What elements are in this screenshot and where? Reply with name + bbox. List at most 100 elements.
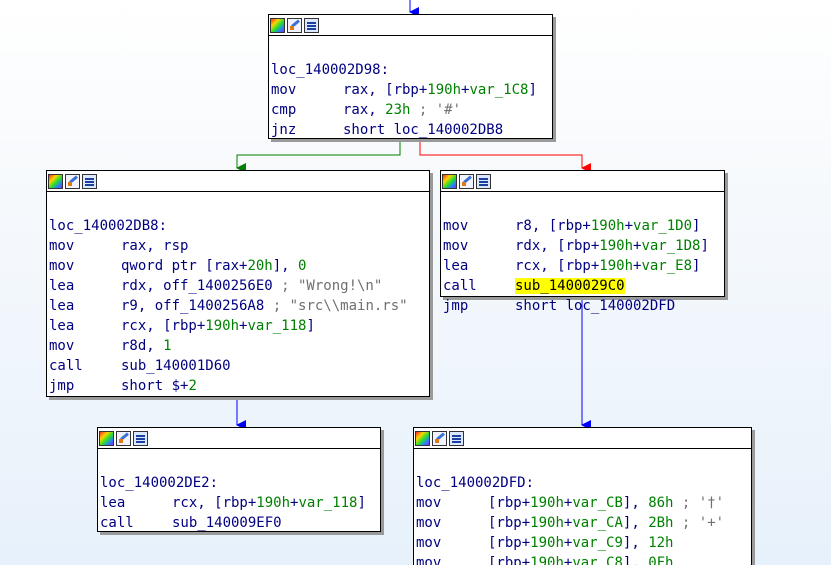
stack-variable: var_118	[298, 495, 358, 511]
color-palette-icon[interactable]	[99, 430, 114, 446]
operand: qword ptr [rax+	[121, 258, 248, 274]
mnemonic: jmp	[443, 298, 469, 314]
operand: +	[461, 82, 470, 98]
operand: sub_140009EF0	[172, 515, 282, 531]
instruction-line[interactable]: mov[rbp+190h+var_C9], 12h	[416, 533, 749, 553]
node-header	[414, 428, 751, 449]
mnemonic: lea	[49, 318, 75, 334]
color-palette-icon[interactable]	[442, 173, 457, 189]
graph-view-icon[interactable]	[476, 173, 491, 189]
stack-variable: var_CB	[572, 495, 623, 511]
instruction-line[interactable]: mov[rbp+190h+var_CA], 2Bh ; '+'	[416, 513, 749, 533]
comment: ; '+'	[673, 515, 725, 531]
immediate-value: 190h	[256, 495, 291, 511]
operand: ]	[528, 82, 537, 98]
stack-variable: var_1C8	[469, 82, 529, 98]
instruction-line[interactable]: mov[rbp+190h+var_CB], 86h ; '†'	[416, 493, 749, 513]
location-label[interactable]: loc_140002D98:	[271, 62, 390, 78]
color-palette-icon[interactable]	[48, 173, 63, 189]
immediate-value: 86h	[648, 495, 674, 511]
mnemonic: lea	[443, 258, 469, 274]
mnemonic: mov	[416, 555, 442, 565]
blank-line	[271, 40, 550, 60]
graph-view-icon[interactable]	[449, 430, 464, 446]
graph-view-icon[interactable]	[82, 173, 97, 189]
edit-node-icon[interactable]	[116, 430, 131, 446]
color-palette-icon[interactable]	[270, 17, 285, 33]
blank-line	[100, 453, 378, 473]
stack-variable: var_C8	[572, 555, 623, 565]
stack-variable: var_CA	[572, 515, 623, 531]
operand: r8d,	[121, 338, 164, 354]
edit-node-icon[interactable]	[459, 173, 474, 189]
graph-view-icon[interactable]	[133, 430, 148, 446]
code-block-loc_140002DFD[interactable]: loc_140002DFD: mov[rbp+190h+var_CB], 86h …	[413, 427, 752, 565]
immediate-value: 0Fh	[648, 555, 674, 565]
operand: +	[563, 495, 573, 511]
location-label[interactable]: loc_140002DE2:	[100, 475, 219, 491]
node-header	[441, 171, 724, 192]
immediate-value: 190h	[530, 555, 564, 565]
mnemonic: jmp	[49, 378, 75, 394]
instruction-line[interactable]: mov[rbp+190h+var_C8], 0Fh	[416, 553, 749, 565]
operand: ],	[622, 495, 649, 511]
node-header	[98, 428, 380, 449]
immediate-value: 0	[298, 258, 307, 274]
instruction-line[interactable]: call sub_140009EF0	[100, 513, 378, 533]
location-label[interactable]: loc_140002DFD:	[416, 475, 535, 491]
operand: rax,	[343, 102, 386, 118]
mnemonic: lea	[49, 278, 75, 294]
graph-view-icon[interactable]	[304, 17, 319, 33]
edit-node-icon[interactable]	[65, 173, 80, 189]
operand: +	[239, 318, 248, 334]
instruction-line[interactable]: call sub_140001D60	[49, 356, 427, 376]
operand: +	[290, 495, 299, 511]
immediate-value: 12h	[648, 535, 674, 551]
color-palette-icon[interactable]	[415, 430, 430, 446]
immediate-value: 20h	[247, 258, 273, 274]
operand: short $+	[121, 378, 189, 394]
mnemonic: call	[49, 358, 83, 374]
operand: r8, [rbp+	[515, 218, 591, 234]
operand: rcx, [rbp+	[121, 318, 206, 334]
stack-variable: var_C9	[572, 535, 623, 551]
mnemonic: mov	[443, 238, 469, 254]
immediate-value: 190h	[530, 535, 564, 551]
mnemonic: jnz	[271, 122, 297, 138]
operand: +	[563, 535, 573, 551]
highlighted-symbol[interactable]: sub_1400029C0	[515, 278, 625, 294]
operand: ]	[357, 495, 366, 511]
edge-not-taken-to-fallthrough	[419, 138, 591, 173]
mnemonic: call	[100, 515, 134, 531]
immediate-value: 1	[163, 338, 172, 354]
edit-node-icon[interactable]	[287, 17, 302, 33]
operand: sub_140001D60	[121, 358, 231, 374]
edit-node-icon[interactable]	[432, 430, 447, 446]
mnemonic: mov	[443, 218, 469, 234]
location-label[interactable]: loc_140002DB8:	[49, 218, 168, 234]
